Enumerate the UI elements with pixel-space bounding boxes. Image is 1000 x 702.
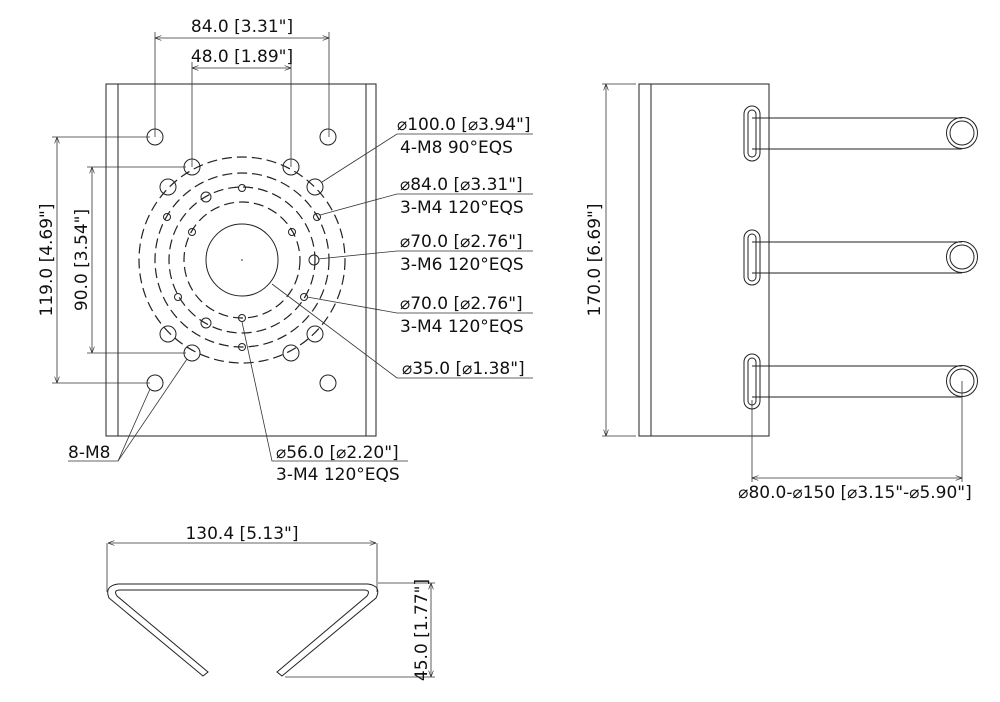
callout-holes: 3-M4 120°EQS xyxy=(400,317,524,337)
callout-diameter: ⌀100.0 [⌀3.94"] xyxy=(397,115,530,135)
bolt-circle-70 xyxy=(168,186,316,334)
dim-top-inner: 48.0 [1.89"] xyxy=(191,47,293,67)
label-8-m8: 8-M8 xyxy=(68,443,110,463)
dim-pole-range: ⌀80.0-⌀150 [⌀3.15"-⌀5.90"] xyxy=(738,483,972,503)
dim-width: 130.4 [5.13"] xyxy=(185,524,298,544)
bolt-circle-100 xyxy=(138,156,346,364)
callout-diameter: ⌀84.0 [⌀3.31"] xyxy=(400,175,523,195)
center-hole xyxy=(205,223,279,297)
front-view xyxy=(52,32,533,462)
dim-left-outer: 119.0 [4.69"] xyxy=(37,203,57,316)
dim-depth: 45.0 [1.77"] xyxy=(412,579,432,681)
bottom-view xyxy=(106,543,435,678)
dim-left-inner: 90.0 [3.54"] xyxy=(72,209,92,311)
mount-plate xyxy=(105,83,377,437)
callout-holes: 3-M4 120°EQS xyxy=(400,198,524,218)
callout-holes: 3-M6 120°EQS xyxy=(400,255,524,275)
bolt-circle-56 xyxy=(183,201,301,319)
callout-holes: 4-M8 90°EQS xyxy=(400,138,513,158)
callout-diameter: ⌀70.0 [⌀2.76"] xyxy=(400,294,523,314)
side-view xyxy=(602,83,978,482)
bolt-circle-84 xyxy=(154,172,330,348)
dim-height: 170.0 [6.69"] xyxy=(585,203,605,316)
strap-middle xyxy=(743,229,978,286)
dim-top-outer: 84.0 [3.31"] xyxy=(191,17,293,37)
callout-diameter: ⌀35.0 [⌀1.38"] xyxy=(402,359,525,379)
strap-top xyxy=(743,105,978,162)
callout-holes: 3-M4 120°EQS xyxy=(276,465,400,485)
callout-diameter: ⌀56.0 [⌀2.20"] xyxy=(276,443,399,463)
callout-diameter: ⌀70.0 [⌀2.76"] xyxy=(400,232,523,252)
strap-bottom xyxy=(743,353,978,410)
small-holes xyxy=(163,184,321,351)
